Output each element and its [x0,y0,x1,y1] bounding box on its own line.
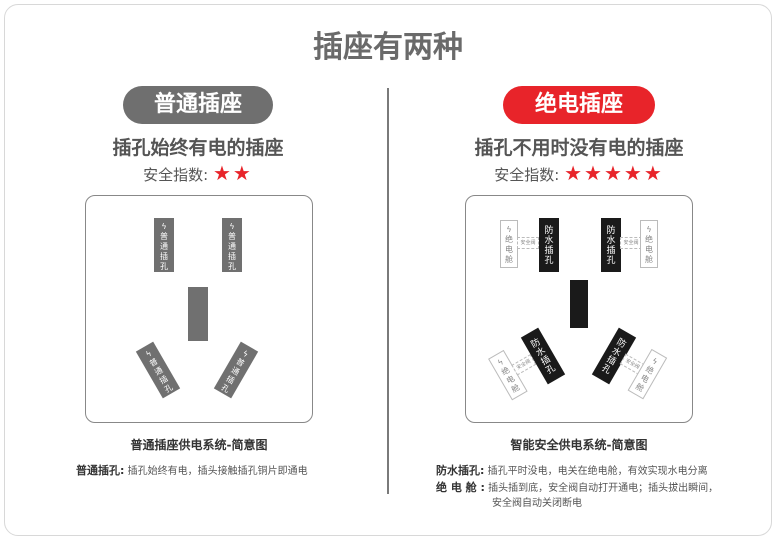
waterproof-slot: 防水插孔 [539,218,559,272]
lightning-bolt-icon: ϟ [646,225,652,234]
left-caption: 普通插座供电系统-简意图 [130,438,268,452]
right-subtitle: 插孔不用时没有电的插座 [474,137,684,159]
safe-socket-diagram [465,195,693,423]
ground-slot [570,280,588,328]
divider [387,88,389,494]
badge-normal-socket: 普通插座 [123,86,273,124]
left-subtitle: 插孔始终有电的插座 [112,137,284,159]
star-icon: ★★ [212,161,253,185]
right-rating: 安全指数: ★★★★★ [429,161,729,185]
ground-slot [188,287,208,341]
lightning-bolt-icon: ϟ [506,225,512,234]
right-note-1: 防水插孔: 插孔平时没电，电关在绝电舱，有效实现水电分离 [436,464,708,477]
safety-valve: 安全阀 [517,237,539,249]
lightning-bolt-icon: ϟ [229,222,235,231]
page-title: 插座有两种 [313,30,463,65]
rating-label: 安全指数: [494,166,560,184]
normal-socket-diagram [85,195,313,423]
right-note-2: 绝 电 舱 : 插头插到底，安全阀自动打开通电；插头拔出瞬间，安全阀自动关闭断电 [436,481,719,509]
rating-label: 安全指数: [143,166,209,184]
left-note: 普通插孔: 插孔始终有电，插头接触插孔铜片即通电 [76,464,308,477]
safety-valve: 安全阀 [620,237,642,249]
right-caption: 智能安全供电系统-简意图 [510,438,648,452]
badge-safe-socket: 绝电插座 [503,86,655,124]
lightning-bolt-icon: ϟ [161,222,167,231]
star-icon: ★★★★★ [564,161,664,185]
card-frame [4,4,772,536]
left-rating: 安全指数: ★★ [48,161,348,185]
waterproof-slot: 防水插孔 [601,218,621,272]
